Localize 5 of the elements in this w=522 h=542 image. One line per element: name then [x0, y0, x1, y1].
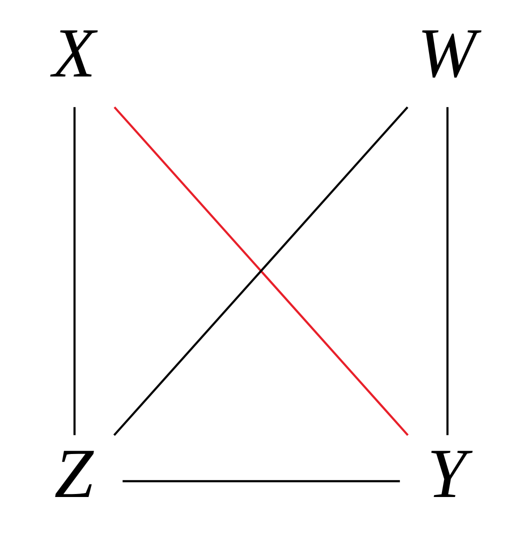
node-text: Z [54, 435, 94, 514]
connector [122, 480, 400, 482]
connector [73, 107, 76, 436]
connector [446, 107, 449, 436]
node-text: X [52, 14, 96, 93]
